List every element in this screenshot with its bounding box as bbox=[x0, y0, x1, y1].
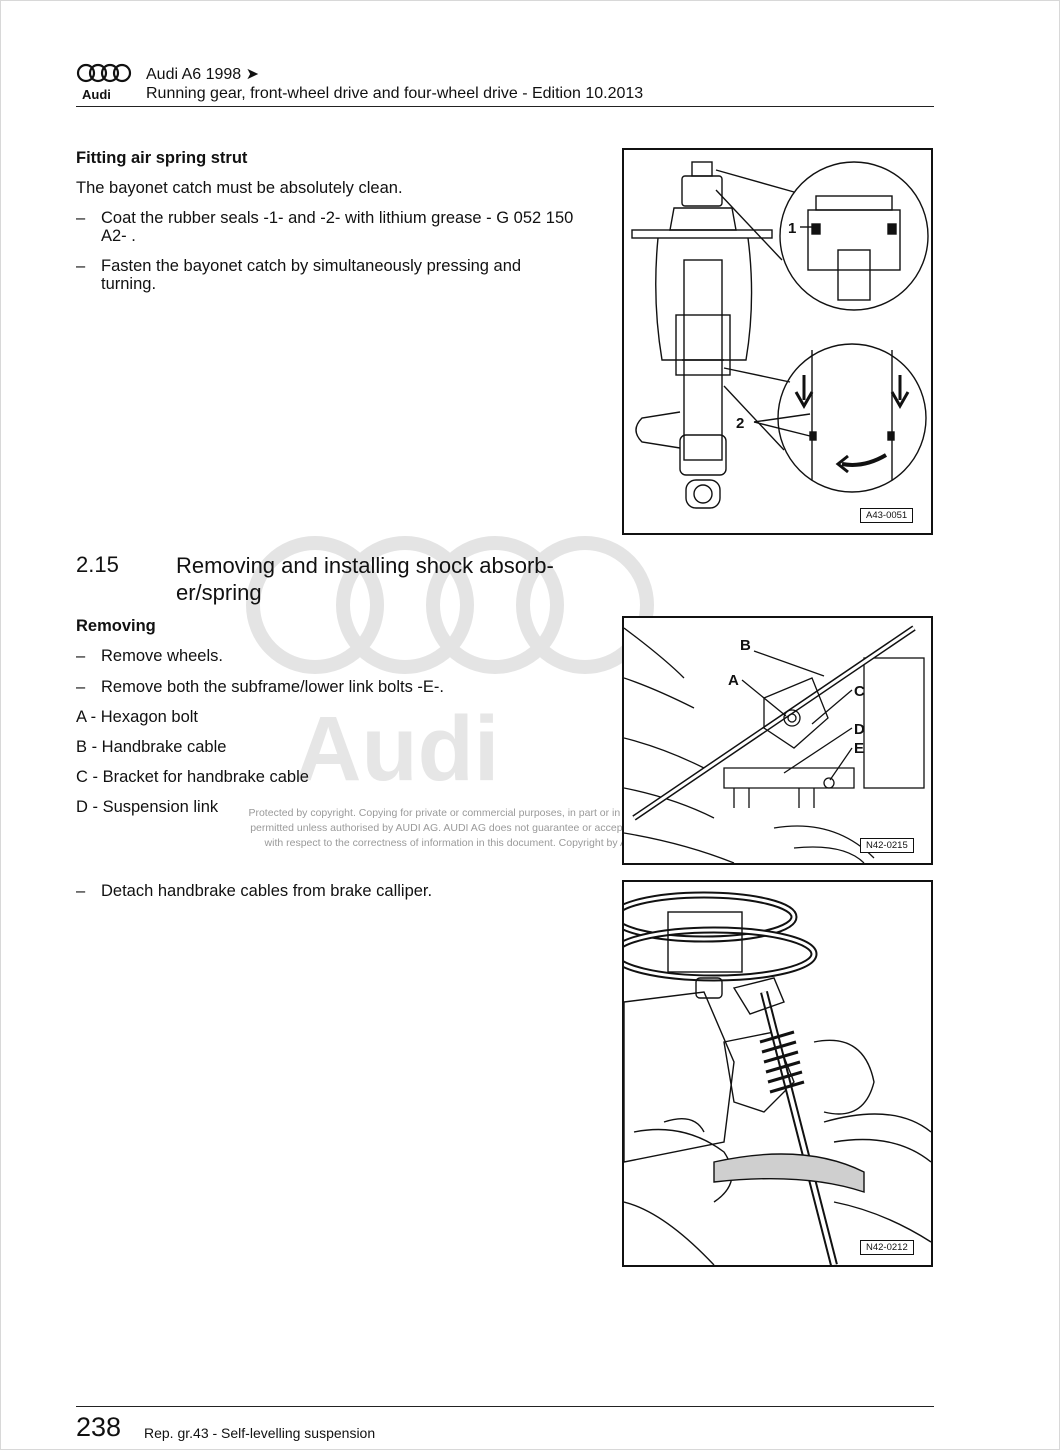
removing-step-1: Remove wheels. bbox=[101, 647, 223, 665]
figure-air-spring-strut: 1 2 A43-0051 bbox=[622, 148, 933, 535]
handbrake-bracket-drawing: B A C D E bbox=[624, 625, 925, 863]
legend-item-b: B - Handbrake cable bbox=[76, 738, 227, 756]
footer-divider bbox=[76, 1406, 934, 1407]
figure-handbrake-bracket: B A C D E N42-0215 bbox=[622, 616, 933, 865]
fitting-heading: Fitting air spring strut bbox=[76, 149, 248, 167]
callout-c: C bbox=[854, 683, 865, 700]
copyright-notice: Protected by copyright. Copying for priv… bbox=[205, 806, 725, 851]
copyright-line: permitted unless authorised by AUDI AG. … bbox=[250, 822, 680, 834]
callout-b: B bbox=[740, 637, 751, 654]
fitting-intro: The bayonet catch must be absolutely cle… bbox=[76, 179, 403, 197]
copyright-line: with respect to the correctness of infor… bbox=[264, 837, 666, 849]
legend-item-d: D - Suspension link bbox=[76, 798, 219, 816]
footer-text: Rep. gr.43 - Self-levelling suspension bbox=[144, 1425, 376, 1441]
callout-1: 1 bbox=[788, 220, 796, 237]
dash-bullet: – bbox=[76, 678, 86, 696]
figure-code-label: A43-0051 bbox=[860, 508, 914, 523]
dash-bullet: – bbox=[76, 257, 86, 275]
figure-brake-calliper: N42-0212 bbox=[622, 880, 933, 1267]
audi-rings-logo: Audi bbox=[76, 63, 132, 102]
audi-watermark: Audi bbox=[246, 536, 654, 800]
document-subtitle: Running gear, front-wheel drive and four… bbox=[146, 85, 644, 102]
callout-d: D bbox=[854, 721, 865, 738]
page-number: 238 bbox=[76, 1412, 122, 1442]
dash-bullet: – bbox=[76, 647, 86, 665]
legend-item-a: A - Hexagon bolt bbox=[76, 708, 198, 726]
dash-bullet: – bbox=[76, 209, 86, 227]
fitting-step-1: Coat the rubber seals -1- and -2- with l… bbox=[101, 209, 574, 245]
logo-text: Audi bbox=[82, 87, 111, 102]
brake-calliper-drawing bbox=[624, 891, 931, 1265]
removing-step-3: Detach handbrake cables from brake calli… bbox=[101, 882, 433, 900]
legend-item-c: C - Bracket for handbrake cable bbox=[76, 768, 309, 786]
air-spring-strut-drawing: 1 2 bbox=[631, 161, 929, 509]
callout-a: A bbox=[728, 672, 739, 689]
fitting-step-2: Fasten the bayonet catch by simultaneous… bbox=[101, 257, 522, 293]
callout-e: E bbox=[854, 740, 864, 757]
document-title: Audi A6 1998 ➤ bbox=[146, 66, 260, 83]
watermark-text: Audi bbox=[295, 698, 499, 800]
page-header: Audi Audi A6 1998 ➤ Running gear, front-… bbox=[76, 62, 934, 107]
section-title: Removing and installing shock absorb-er/… bbox=[176, 553, 554, 605]
figure-code-label: N42-0215 bbox=[860, 838, 914, 853]
section-number: 2.15 bbox=[76, 552, 119, 577]
figure-code-label: N42-0212 bbox=[860, 1240, 914, 1255]
removing-step-2: Remove both the subframe/lower link bolt… bbox=[101, 678, 444, 696]
dash-bullet: – bbox=[76, 882, 86, 900]
callout-2: 2 bbox=[736, 415, 744, 432]
copyright-line: Protected by copyright. Copying for priv… bbox=[248, 807, 682, 819]
removing-heading: Removing bbox=[76, 617, 156, 635]
